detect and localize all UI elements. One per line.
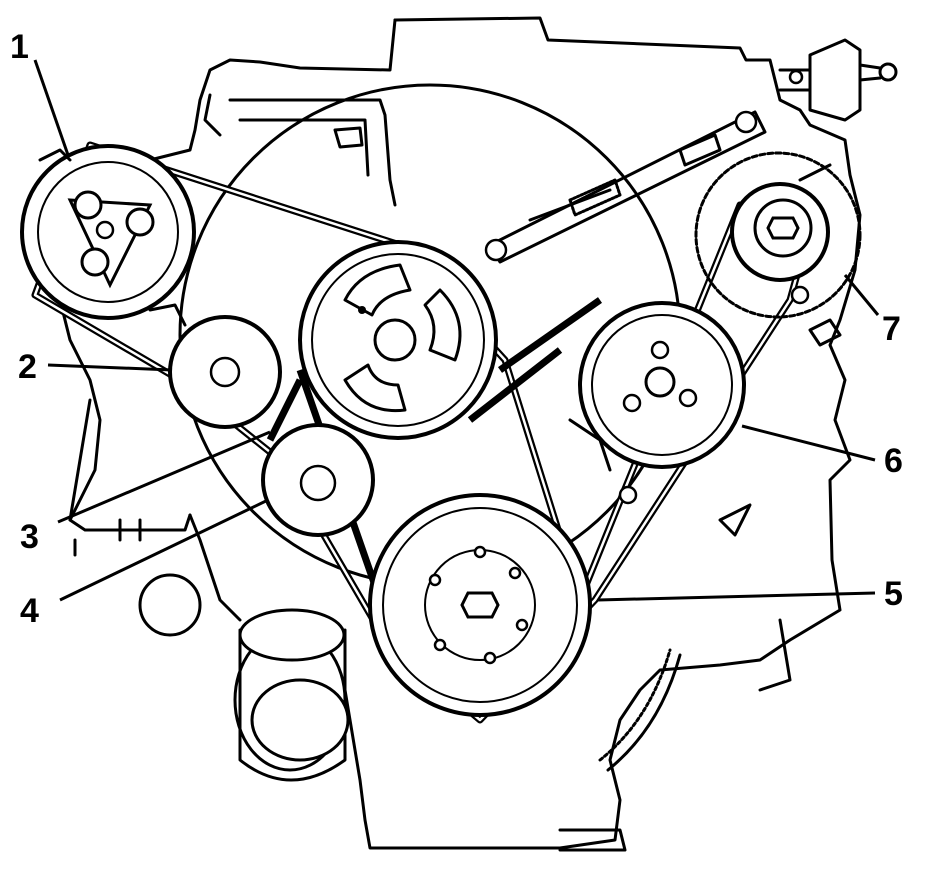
leader-4 — [59, 498, 269, 602]
callout-2: 2 — [18, 348, 37, 386]
callout-1: 1 — [10, 28, 29, 66]
callout-3: 3 — [20, 518, 39, 556]
pulley-7 — [694, 151, 862, 347]
leader-3 — [57, 430, 271, 524]
leader-1 — [33, 59, 70, 156]
pulley-2 — [148, 303, 282, 429]
pulley-4 — [261, 423, 375, 537]
flywheel-ring — [598, 648, 682, 772]
leader-6 — [741, 424, 876, 462]
callout-labels: 1 2 3 4 5 6 7 — [10, 28, 903, 630]
callout-7: 7 — [882, 310, 901, 348]
leader-2 — [47, 363, 173, 372]
pulley-6 — [568, 301, 746, 505]
pulley-5 — [368, 493, 592, 717]
callout-4: 4 — [20, 592, 39, 630]
callout-5: 5 — [884, 575, 903, 613]
pulley-3 — [298, 240, 498, 440]
oil-filter — [138, 573, 350, 782]
leader-5 — [597, 591, 876, 602]
callout-6: 6 — [884, 442, 903, 480]
vacuum-unit — [778, 38, 898, 122]
leader-7 — [843, 274, 880, 316]
adjuster-rod — [484, 110, 767, 264]
leader-lines — [33, 59, 880, 602]
pulley-1 — [20, 144, 196, 320]
